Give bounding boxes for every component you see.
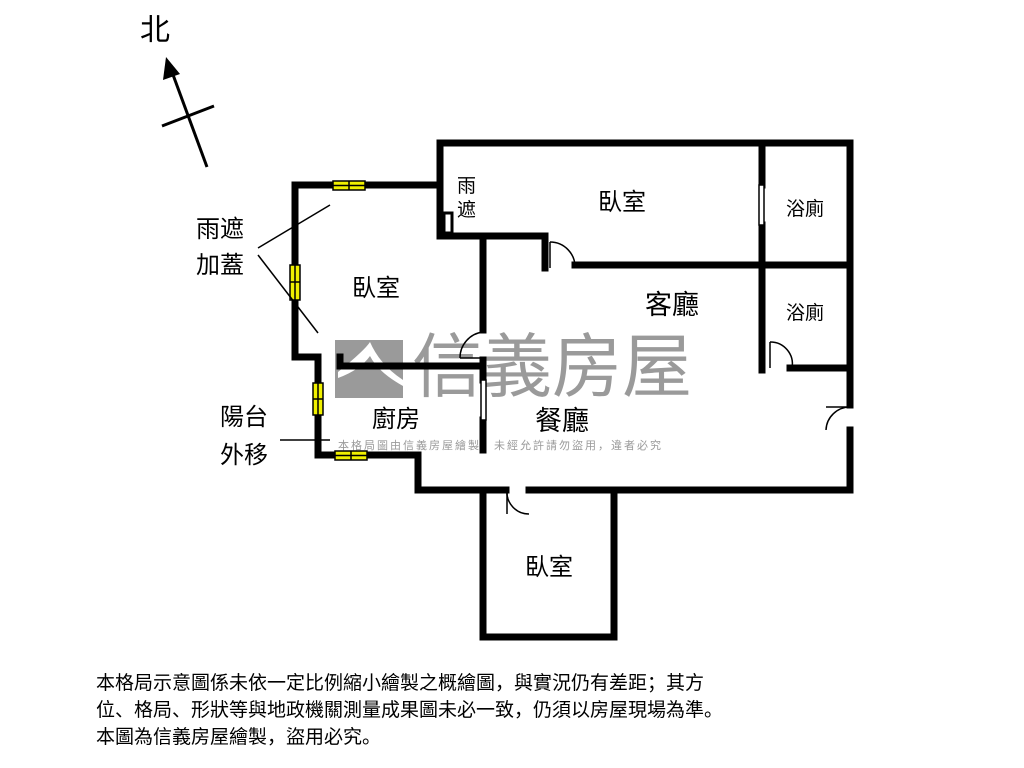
- walls: [291, 139, 854, 641]
- note-line: 位、格局、形狀等與地政機關測量成果圖未必一致，仍須以房屋現場為準。: [96, 699, 724, 721]
- room-bath-top: 浴廁: [786, 198, 825, 220]
- room-bath-lower: 浴廁: [786, 302, 825, 324]
- window-icons: [289, 180, 368, 461]
- room-bedroom-top: 臥室: [598, 188, 646, 216]
- annotation-balcony-2: 外移: [220, 441, 268, 469]
- room-bedroom-left: 臥室: [352, 274, 400, 302]
- north-label: 北: [140, 13, 170, 48]
- note-line: 本格局示意圖係未依一定比例縮小繪製之概繪圖，與實況仍有差距；其方: [96, 672, 705, 694]
- watermark-notice: 本格局圖由信義房屋繪製，未經允許請勿盜用，違者必究: [338, 439, 663, 452]
- room-dining: 餐廳: [535, 406, 589, 437]
- room-rain-shelter-1: 雨: [457, 175, 477, 197]
- room-kitchen: 廚房: [372, 405, 420, 433]
- annotation-rain-cover-2: 加蓋: [196, 251, 244, 279]
- note-line: 本圖為信義房屋繪製，盜用必究。: [96, 726, 382, 748]
- annotation-rain-cover-1: 雨遮: [196, 215, 244, 243]
- disclaimer-notes: 本格局示意圖係未依一定比例縮小繪製之概繪圖，與實況仍有差距；其方 位、格局、形狀…: [96, 670, 723, 751]
- room-bedroom-bottom: 臥室: [525, 553, 573, 581]
- annotation-balcony-1: 陽台: [220, 403, 268, 431]
- north-arrow-icon: [161, 57, 215, 168]
- room-living: 客廳: [645, 290, 699, 321]
- door-icons: [459, 241, 851, 515]
- room-rain-shelter-2: 遮: [457, 199, 477, 221]
